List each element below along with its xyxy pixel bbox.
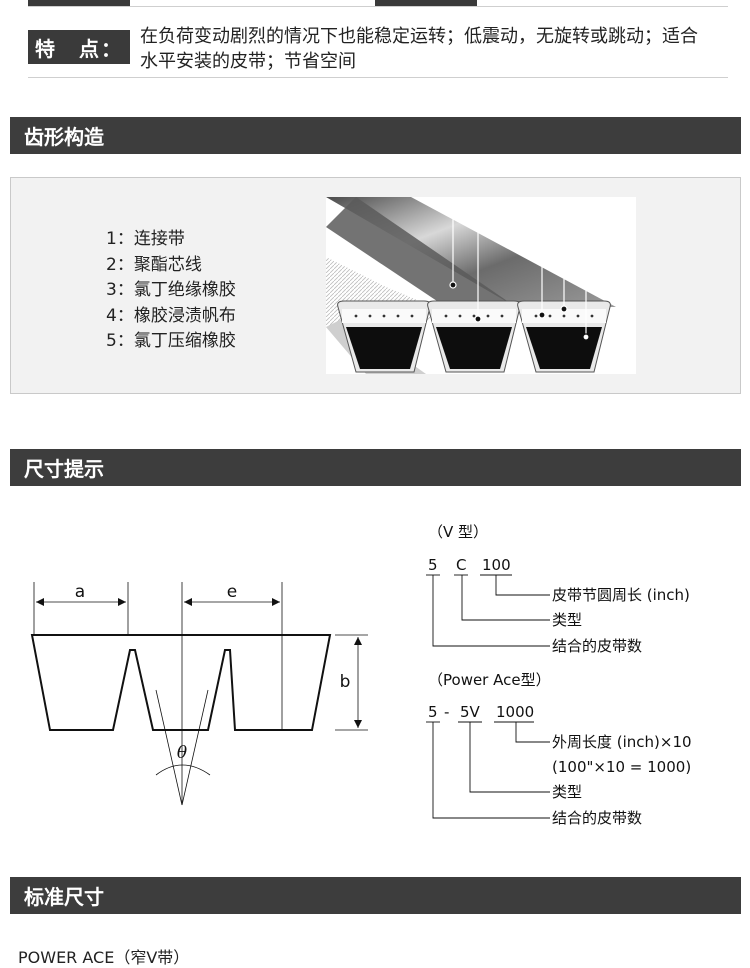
dim-label-b: b <box>340 672 351 692</box>
section-title-dimensions: 尺寸提示 <box>10 449 741 486</box>
power-ace-title: （Power Ace型） <box>428 671 551 689</box>
v-code-part: 5 <box>428 556 438 574</box>
pa-code-part: - <box>444 703 449 721</box>
pa-code-part: 5V <box>460 703 481 721</box>
v-code-part: 100 <box>482 556 511 574</box>
belt-cross-section-image <box>326 197 636 374</box>
tooth-legend: 1：连接带 2：聚酯芯线 3：氯丁绝缘橡胶 4：橡胶浸渍帆布 5：氯丁压缩橡胶 <box>106 227 236 355</box>
v-line-text: 类型 <box>552 611 582 629</box>
legend-item: 1：连接带 <box>106 229 185 249</box>
belt-profile <box>427 300 521 373</box>
pa-line-text: 类型 <box>552 783 582 801</box>
pa-line-text: 外周长度 (inch)×10 <box>552 733 692 751</box>
section-title-standard: 标准尺寸 <box>10 877 741 914</box>
dim-label-e: e <box>227 582 237 602</box>
features-text: 在负荷变动剧烈的情况下也能稳定运转；低震动，无旋转或跳动；适合水平安装的皮带；节… <box>140 26 698 72</box>
top-strip-left <box>28 0 130 6</box>
belt-code-diagram: （V 型） 5 C 100 皮带节圆周长 (inch) 类型 结合的皮带数 （P… <box>426 523 692 827</box>
section-title-tooth: 齿形构造 <box>10 117 741 154</box>
legend-item: 5：氯丁压缩橡胶 <box>106 331 236 351</box>
divider <box>28 6 728 7</box>
pa-code-part: 1000 <box>496 703 534 721</box>
pa-line-text: 结合的皮带数 <box>552 809 642 827</box>
pa-code-part: 5 <box>428 703 438 721</box>
legend-item: 3：氯丁绝缘橡胶 <box>106 280 236 300</box>
bottom-caption: POWER ACE（窄V带） <box>18 948 190 967</box>
legend-item: 4：橡胶浸渍帆布 <box>106 305 236 326</box>
divider <box>28 77 728 78</box>
legend-item: 2：聚酯芯线 <box>106 254 202 275</box>
v-line-text: 皮带节圆周长 (inch) <box>552 586 690 604</box>
dimension-diagram: a e b θ <box>30 582 368 806</box>
v-line-text: 结合的皮带数 <box>552 637 642 655</box>
v-type-title: （V 型） <box>428 523 488 541</box>
top-strip-right <box>375 0 477 6</box>
features-label: 特 点： <box>28 30 130 64</box>
v-code-part: C <box>456 556 466 574</box>
dim-label-theta: θ <box>177 743 187 763</box>
dim-label-a: a <box>75 582 85 602</box>
pa-line-text: (100"×10 = 1000) <box>552 758 691 776</box>
